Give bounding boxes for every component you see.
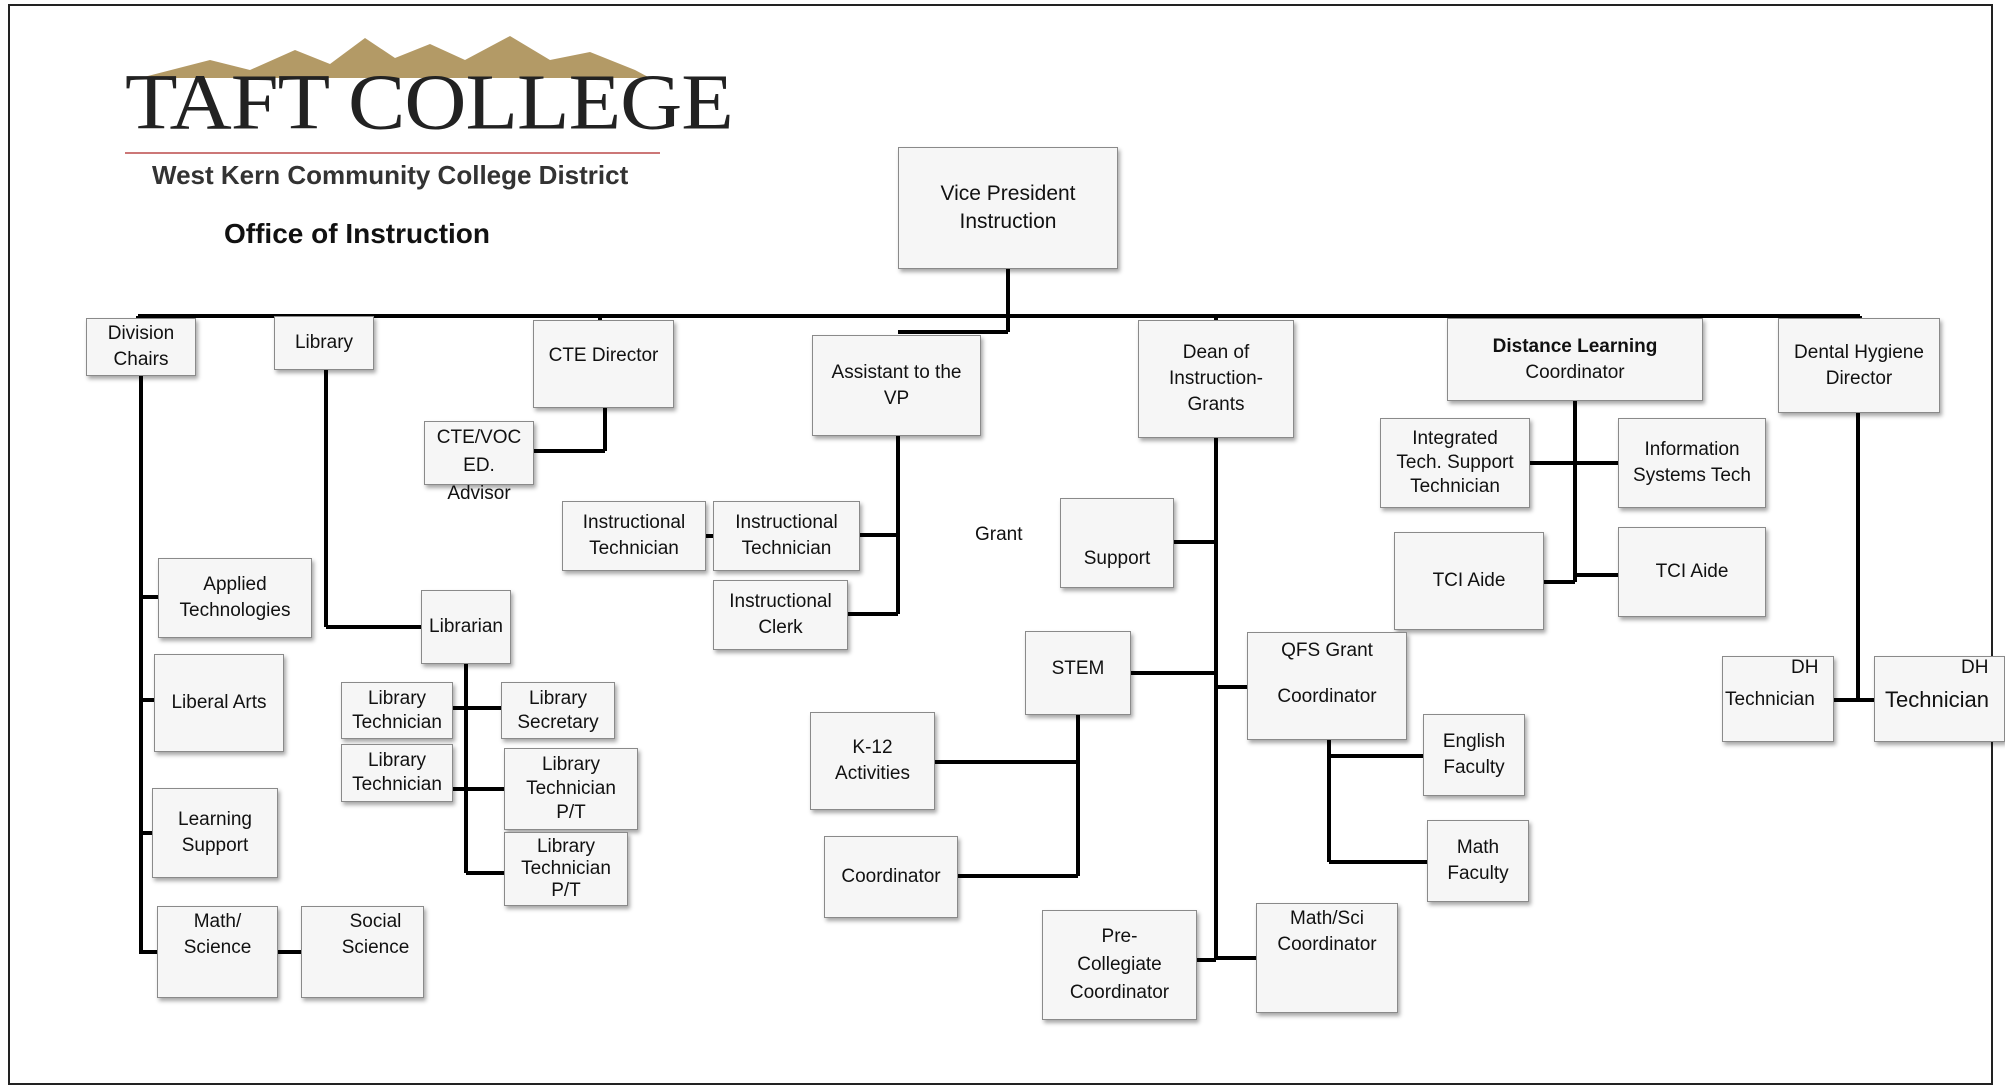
- pre-collegiate-coordinator-box: Pre- Collegiate Coordinator: [1042, 910, 1197, 1020]
- library-technician-pt-2-box: Library Technician P/T: [504, 832, 628, 906]
- cte-director-label: CTE Director: [548, 345, 659, 366]
- vice-president-label: Vice President Instruction: [940, 182, 1076, 233]
- library-technician-2-label: Library Technician: [352, 750, 442, 795]
- distance-learning-coordinator-label: Coordinator: [1525, 361, 1625, 383]
- library-secretary-label: Library Secretary: [517, 687, 599, 733]
- division-chairs-label: Division Chairs: [107, 323, 175, 370]
- information-systems-tech-label: Information Systems Tech: [1633, 439, 1751, 486]
- k12-activities-box: K-12 Activities: [810, 712, 935, 810]
- logo-district-name: West Kern Community College District: [152, 160, 629, 190]
- assistant-to-vp-box: Assistant to the VP: [812, 335, 981, 436]
- stem-box: STEM: [1025, 631, 1131, 715]
- math-science-label: Math/ Science: [183, 911, 252, 958]
- applied-technologies-label: Applied Technologies: [179, 574, 291, 621]
- distance-learning-label: Distance Learning: [1492, 335, 1658, 357]
- coordinator-label: Coordinator: [841, 866, 941, 887]
- dh-technician-2-box: DH Technician: [1874, 656, 2005, 742]
- cte-voc-advisor-label: CTE/VOC ED. Advisor: [436, 427, 522, 504]
- qfs-grant-coordinator-label: QFS Grant Coordinator: [1277, 640, 1377, 707]
- social-science-label: Social Science: [341, 911, 410, 958]
- instructional-clerk-box: Instructional Clerk: [713, 580, 848, 650]
- mountain-logo-graphic: [140, 36, 650, 78]
- math-sci-coordinator-box: Math/Sci Coordinator: [1256, 903, 1398, 1013]
- dh-technician-1-bottom: Technician: [1725, 689, 1815, 710]
- applied-technologies-box: Applied Technologies: [158, 558, 312, 638]
- dh-technician-1-box: DH Technician: [1722, 656, 1834, 742]
- tci-aide-right-label: TCI Aide: [1655, 561, 1729, 582]
- qfs-grant-coordinator-box: QFS Grant Coordinator: [1247, 632, 1407, 740]
- library-secretary-box: Library Secretary: [501, 682, 615, 739]
- division-chairs-box: Division Chairs: [86, 318, 196, 376]
- learning-support-label: Learning Support: [178, 809, 252, 856]
- library-box: Library: [274, 316, 374, 370]
- library-technician-pt-2-label: Library Technician P/T: [521, 836, 611, 901]
- math-science-box: Math/ Science: [157, 906, 278, 998]
- dh-technician-1-top: DH: [1791, 657, 1819, 678]
- distance-learning-coordinator-box: Distance Learning Coordinator: [1447, 318, 1703, 401]
- coordinator-box: Coordinator: [824, 836, 958, 918]
- liberal-arts-label: Liberal Arts: [171, 692, 267, 713]
- integrated-tech-support-label: Integrated Tech. Support Technician: [1396, 428, 1514, 497]
- library-technician-1-label: Library Technician: [352, 687, 442, 733]
- library-label: Library: [294, 332, 354, 353]
- math-faculty-box: Math Faculty: [1427, 820, 1529, 902]
- grant-label: Grant: [975, 524, 1023, 545]
- dh-technician-2-bottom: Technician: [1885, 687, 1989, 712]
- tci-aide-left-label: TCI Aide: [1432, 570, 1506, 591]
- taft-college-logo: [120, 30, 665, 200]
- instructional-clerk-label: Instructional Clerk: [729, 591, 832, 638]
- dental-hygiene-director-box: Dental Hygiene Director: [1778, 318, 1940, 413]
- library-technician-pt-1-box: Library Technician P/T: [504, 748, 638, 830]
- librarian-label: Librarian: [429, 616, 503, 637]
- tci-aide-left-box: TCI Aide: [1394, 532, 1544, 630]
- logo-rule: [125, 152, 660, 154]
- logo-college-name: TAFT COLLEGE: [125, 57, 734, 147]
- tci-aide-right-box: TCI Aide: [1618, 527, 1766, 617]
- instructional-technician-left-box: Instructional Technician: [562, 501, 706, 571]
- support-label: Support: [1083, 548, 1151, 569]
- dental-hygiene-director-label: Dental Hygiene Director: [1794, 341, 1924, 389]
- librarian-box: Librarian: [421, 590, 511, 664]
- dean-label: Dean of Instruction- Grants: [1169, 342, 1263, 415]
- library-technician-pt-1-label: Library Technician P/T: [526, 754, 616, 823]
- chart-frame: [8, 4, 1993, 1085]
- office-title: Office of Instruction: [224, 218, 490, 249]
- cte-director-box: CTE Director: [533, 320, 674, 408]
- liberal-arts-box: Liberal Arts: [154, 654, 284, 752]
- instructional-technician-right-box: Instructional Technician: [713, 501, 860, 571]
- math-sci-coordinator-label: Math/Sci Coordinator: [1277, 908, 1377, 955]
- pre-collegiate-coordinator-label: Pre- Collegiate Coordinator: [1069, 926, 1170, 1003]
- english-faculty-label: English Faculty: [1442, 731, 1506, 778]
- k12-activities-label: K-12 Activities: [835, 737, 910, 784]
- library-technician-2-box: Library Technician: [341, 744, 453, 802]
- library-technician-1-box: Library Technician: [341, 682, 453, 739]
- integrated-tech-support-box: Integrated Tech. Support Technician: [1380, 418, 1530, 508]
- instructional-technician-right-label: Instructional Technician: [735, 512, 838, 559]
- instructional-technician-left-label: Instructional Technician: [582, 512, 686, 559]
- assistant-to-vp-label: Assistant to the VP: [831, 361, 962, 409]
- dh-technician-2-top: DH: [1961, 657, 1989, 678]
- stem-label: STEM: [1051, 658, 1105, 679]
- information-systems-tech-box: Information Systems Tech: [1618, 418, 1766, 508]
- social-science-box: Social Science: [301, 906, 424, 998]
- vice-president-box: Vice President Instruction: [898, 147, 1118, 269]
- support-box: Support: [1060, 498, 1174, 588]
- math-faculty-label: Math Faculty: [1447, 837, 1509, 884]
- cte-voc-advisor-box: CTE/VOC ED. Advisor: [424, 421, 534, 504]
- english-faculty-box: English Faculty: [1423, 714, 1525, 796]
- dean-box: Dean of Instruction- Grants: [1138, 320, 1294, 438]
- learning-support-box: Learning Support: [152, 788, 278, 878]
